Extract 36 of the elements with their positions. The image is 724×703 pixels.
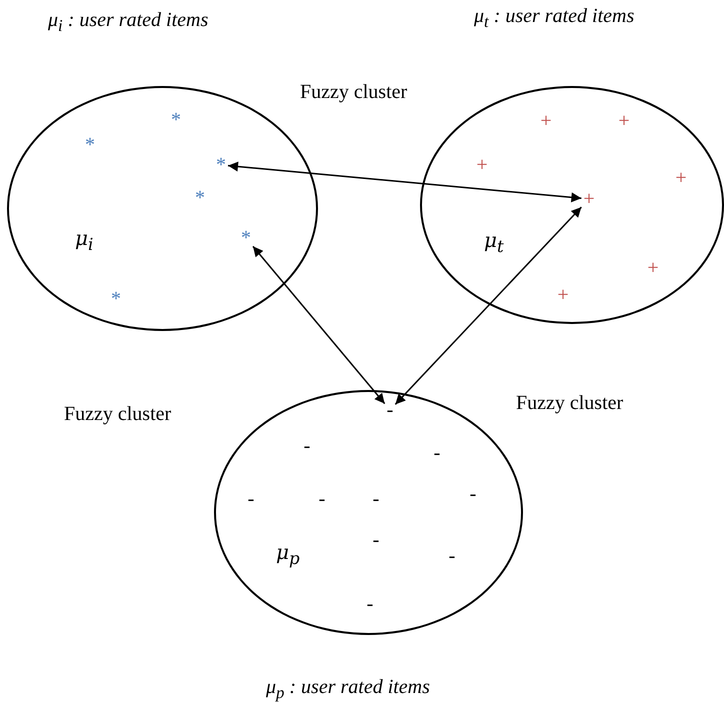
star-mark: * — [241, 228, 251, 248]
minus-mark: - — [434, 443, 440, 463]
cluster-caption: μ$_{t}$ : user rated items — [474, 6, 634, 31]
cluster-caption: μ$_{i}$ : user rated items — [48, 10, 208, 35]
plus-mark: + — [647, 258, 659, 278]
minus-mark: - — [448, 546, 456, 566]
double-arrow — [228, 162, 582, 202]
double-arrow — [394, 206, 582, 405]
minus-mark: - — [372, 530, 380, 550]
cluster-label: Fuzzy cluster — [516, 393, 624, 413]
cluster-symbol: μ$_{t}$ — [484, 230, 504, 256]
star-mark: * — [195, 188, 205, 208]
cluster-symbol: μ$_{i}$ — [75, 228, 94, 254]
star-mark: * — [216, 155, 226, 175]
plus-mark: + — [618, 111, 630, 131]
minus-mark: - — [304, 436, 310, 456]
double-arrow — [252, 246, 386, 404]
cluster-label: Fuzzy cluster — [64, 404, 172, 424]
star-mark: * — [85, 135, 95, 155]
minus-mark: - — [470, 484, 476, 504]
cluster-label: Fuzzy cluster — [300, 82, 408, 102]
minus-mark: - — [372, 489, 380, 509]
cluster-symbol: μ$_{p}$ — [276, 542, 300, 568]
star-mark: * — [171, 110, 181, 130]
plus-mark: + — [583, 189, 595, 209]
plus-mark: + — [476, 155, 488, 175]
minus-mark: - — [386, 400, 394, 420]
star-mark: * — [111, 289, 121, 309]
cluster-caption: μ$_{p}$ : user rated items — [266, 677, 430, 702]
minus-mark: - — [366, 594, 374, 614]
minus-mark: - — [318, 489, 326, 509]
plus-mark: + — [557, 285, 569, 305]
minus-mark: - — [248, 489, 254, 509]
plus-mark: + — [540, 111, 552, 131]
plus-mark: + — [675, 168, 687, 188]
cluster-ellipse — [420, 86, 724, 324]
